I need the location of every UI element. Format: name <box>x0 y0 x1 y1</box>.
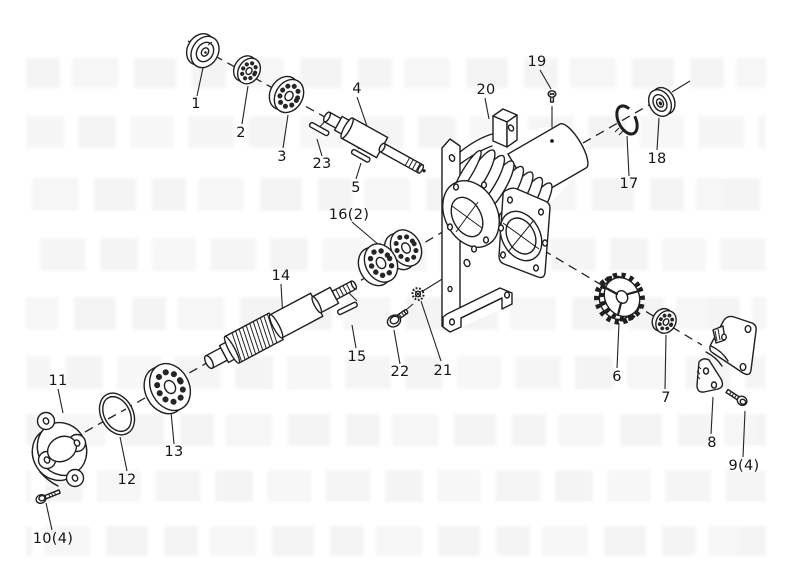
callout-17: 17 <box>619 176 639 192</box>
part-17-retaining-ring <box>614 104 639 136</box>
callout-21: 21 <box>433 363 453 379</box>
leader-line <box>393 329 401 365</box>
leader-line <box>664 334 667 390</box>
callout-8: 8 <box>707 435 717 451</box>
part-13-ball-bearing <box>143 362 192 415</box>
leader-line <box>656 117 660 151</box>
callout-22: 22 <box>390 364 410 380</box>
leader-lines <box>45 62 746 531</box>
housing-base-feet <box>442 287 513 333</box>
callout-19: 19 <box>527 54 547 70</box>
part-3-ball-bearing <box>268 75 305 114</box>
part-7-ball-bearing <box>651 307 677 334</box>
callout-3: 3 <box>277 149 287 165</box>
leader-line <box>45 502 53 531</box>
callout-18: 18 <box>647 151 667 167</box>
leader-line <box>626 135 630 177</box>
leader-line <box>241 85 249 125</box>
leader-line <box>355 162 362 180</box>
part-21-lock-washer <box>411 287 425 301</box>
leader-line <box>196 62 205 97</box>
leader-line <box>316 138 323 157</box>
part-9-hex-bolt <box>725 388 748 407</box>
leader-line <box>351 221 380 246</box>
part-19-set-screw <box>547 90 557 103</box>
part-23-roll-pin <box>308 121 330 137</box>
part-22-flange-bolt <box>386 309 409 328</box>
housing-upper-flange <box>442 180 500 253</box>
part-1-end-washer <box>185 33 220 69</box>
part-20-gear-housing <box>441 108 589 333</box>
part-16-bearing-pair <box>357 229 423 287</box>
leader-line <box>119 436 128 472</box>
part-14-worm-shaft <box>203 280 358 370</box>
part-8-mounting-bracket <box>696 315 757 393</box>
leader-line <box>539 69 552 90</box>
callout-15: 15 <box>347 349 367 365</box>
housing-front-flange <box>497 187 551 279</box>
callout-4: 4 <box>352 81 362 97</box>
callout-11: 11 <box>48 373 68 389</box>
leader-line <box>170 411 175 445</box>
callout-12: 12 <box>117 472 137 488</box>
part-2-ball-bearing <box>232 55 262 85</box>
callout-16: 16(2) <box>328 207 370 223</box>
part-6-sprocket-gear <box>594 272 645 325</box>
axis-worm-left <box>84 359 213 433</box>
callout-23: 23 <box>312 156 332 172</box>
part-11-flange-cover <box>31 411 88 488</box>
part-5-roll-pin <box>350 148 371 163</box>
part-10-hex-bolt <box>35 489 61 505</box>
leader-line <box>616 322 620 369</box>
leader-line <box>420 300 442 362</box>
leader-line <box>742 410 746 458</box>
callout-1: 1 <box>191 96 201 112</box>
leader-line <box>282 114 289 149</box>
leader-line <box>710 396 714 435</box>
callout-14: 14 <box>271 268 291 284</box>
part-15-roll-pin <box>336 301 358 316</box>
callout-20: 20 <box>476 82 496 98</box>
callout-2: 2 <box>236 125 246 141</box>
part-4-input-shaft <box>322 111 426 174</box>
leader-line <box>484 97 490 120</box>
callout-6: 6 <box>612 369 622 385</box>
leader-line <box>57 388 64 414</box>
leader-line <box>351 324 357 349</box>
callout-5: 5 <box>351 180 361 196</box>
part-18-end-washer <box>647 86 676 118</box>
callout-10: 10(4) <box>32 531 74 547</box>
part-12-o-ring <box>98 392 136 436</box>
callout-13: 13 <box>164 444 184 460</box>
axis-cylinder-end <box>671 80 691 93</box>
callout-7: 7 <box>661 390 671 406</box>
callout-9: 9(4) <box>728 458 760 474</box>
